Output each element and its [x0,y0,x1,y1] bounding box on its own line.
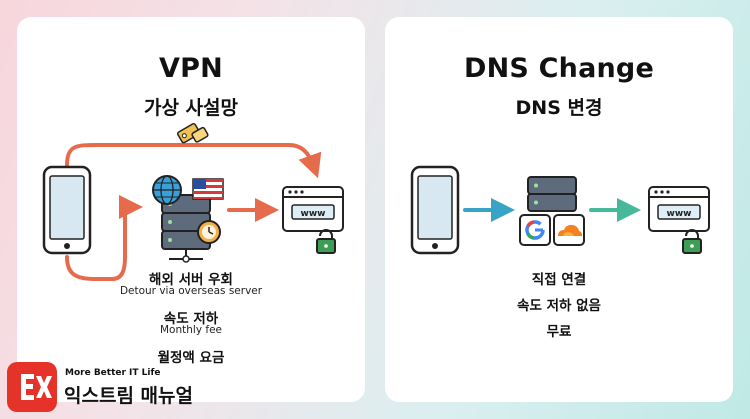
brand-watermark: More Better IT Life 익스트림 매뉴얼 [7,362,247,412]
vpn-phone-to-server-arrow [65,195,143,281]
vpn-feature-2: 속도 저하 [163,311,219,327]
vpn-feature-3: 월정액 요금 [157,350,225,366]
lock-icon [316,229,336,254]
dns-feature-1: 직접 연결 [531,272,587,288]
vpn-panel: VPN 가상 사설망 [17,17,365,402]
dns-title: DNS Change [464,53,654,84]
dns-feature-2: 속도 저하 없음 [517,298,601,314]
brand-name: 익스트림 매뉴얼 [64,385,193,407]
dns-server-icon [527,176,577,212]
browser-window-icon: www [648,186,710,232]
phone-icon [42,165,92,255]
clock-icon [197,220,221,244]
globe-icon [152,175,182,205]
us-flag-icon [192,178,224,200]
vpn-diagram: www [42,122,344,281]
dns-url-text: www [667,209,692,219]
dns-diagram: www [410,165,710,255]
brand-tagline: More Better IT Life [65,368,161,378]
vpn-title: VPN [159,53,223,84]
dns-feature-3: 무료 [546,324,572,340]
browser-window-icon: www [282,186,344,232]
cloudflare-dns-icon [553,214,585,246]
key-tag-icon [176,122,209,144]
vpn-direct-path-arrow [65,143,322,179]
phone-icon [410,165,460,255]
brand-logo-icon [7,362,57,412]
vpn-subtitle: 가상 사설망 [143,97,238,119]
google-dns-icon [519,214,551,246]
dns-panel: DNS Change DNS 변경 [385,17,733,402]
vpn-feature-1-en: Detour via overseas server [119,285,263,297]
vpn-feature-2-en: Monthly fee [160,324,222,336]
vpn-url-text: www [301,209,326,219]
lock-icon [682,229,702,254]
vpn-feature-1: 해외 서버 우회 [149,272,233,288]
dns-subtitle: DNS 변경 [515,97,603,119]
